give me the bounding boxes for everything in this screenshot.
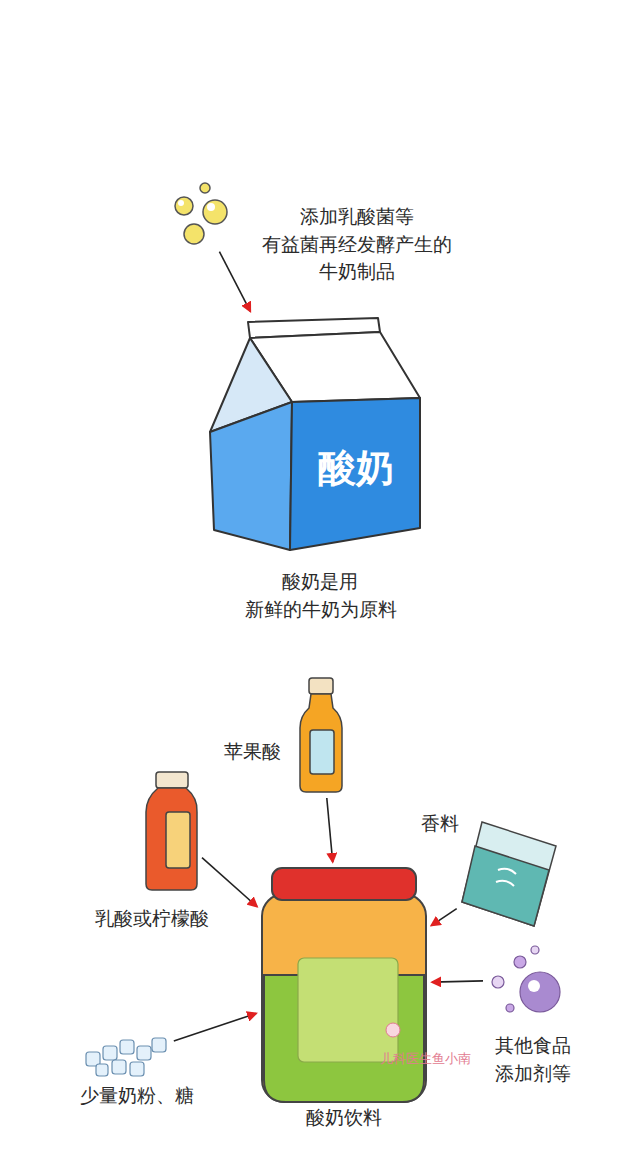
- spice-item: 香料: [460, 818, 560, 928]
- arrow-connector: [432, 981, 483, 982]
- carton-title: 酸奶: [318, 446, 394, 492]
- arrow-connector: [202, 858, 257, 907]
- item-label: 少量奶粉、糖: [80, 1082, 194, 1110]
- item-label: 香料: [421, 810, 459, 838]
- arrow-connector: [327, 798, 333, 862]
- arrow-connector: [219, 252, 250, 312]
- malic-acid-item: 苹果酸: [298, 676, 344, 794]
- item-label: 酸奶是用 新鲜的牛奶为原料: [245, 568, 395, 623]
- bacteria-group: 添加乳酸菌等 有益菌再经发酵产生的 牛奶制品: [168, 180, 232, 248]
- yogurt-drink-jar: [262, 868, 426, 1102]
- sugar-cubes: [86, 1038, 166, 1076]
- lactic-acid-item: 乳酸或柠檬酸: [143, 768, 199, 892]
- item-label: 乳酸或柠檬酸: [95, 905, 209, 933]
- arrow-connector: [174, 1013, 256, 1041]
- item-label: 苹果酸: [224, 738, 281, 766]
- additive-bubbles: [492, 946, 560, 1012]
- yogurt-carton: 酸奶酸奶是用 新鲜的牛奶为原料: [205, 315, 423, 555]
- item-label: 其他食品 添加剂等: [488, 1032, 578, 1087]
- watermark: 儿科医生鱼小南: [380, 1050, 471, 1068]
- arrow-connector: [431, 909, 456, 926]
- bacteria-dots: [175, 183, 227, 244]
- milk-carton: [210, 318, 420, 550]
- additive-item: 其他食品 添加剂等: [487, 943, 563, 1017]
- milk-powder-sugar-item: 少量奶粉、糖: [82, 1035, 170, 1079]
- item-label: 添加乳酸菌等 有益菌再经发酵产生的 牛奶制品: [257, 203, 457, 286]
- spice-bag: [462, 822, 556, 926]
- item-label: 酸奶饮料: [306, 1104, 382, 1132]
- malic-acid-bottle: [300, 678, 342, 792]
- yogurt-drink-jar: 酸奶饮料: [260, 866, 428, 1102]
- lactic-acid-bottle: [146, 772, 197, 890]
